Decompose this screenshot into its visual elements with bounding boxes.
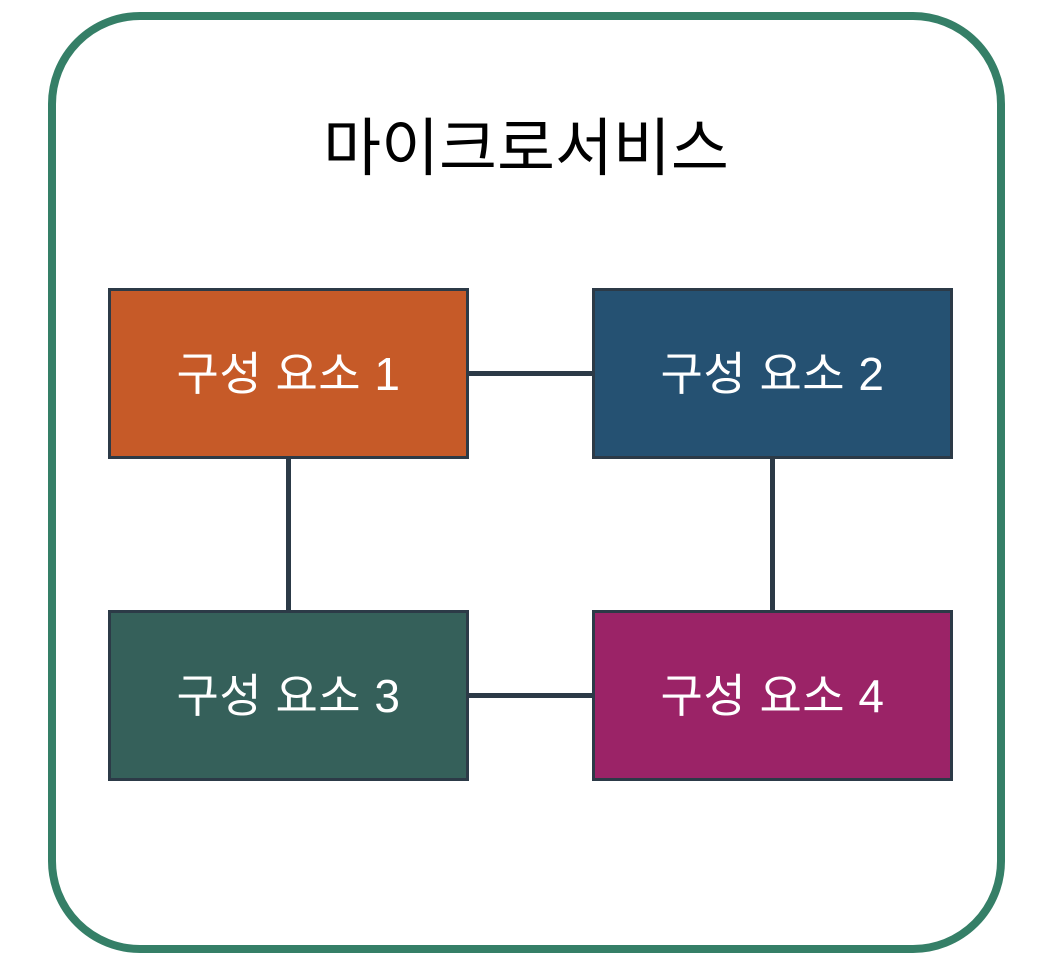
component-box-2[interactable]: 구성 요소 2 (592, 288, 953, 459)
rounded-boundary-shape (48, 12, 1005, 953)
diagram-title: 마이크로서비스 (323, 114, 729, 184)
component-box-1-label: 구성 요소 1 (176, 347, 401, 400)
component-box-4-label: 구성 요소 4 (660, 669, 885, 722)
component-box-4[interactable]: 구성 요소 4 (592, 610, 953, 781)
component-box-3-label: 구성 요소 3 (176, 669, 401, 722)
component-box-1[interactable]: 구성 요소 1 (108, 288, 469, 459)
component-box-3[interactable]: 구성 요소 3 (108, 610, 469, 781)
component-box-2-label: 구성 요소 2 (660, 347, 885, 400)
